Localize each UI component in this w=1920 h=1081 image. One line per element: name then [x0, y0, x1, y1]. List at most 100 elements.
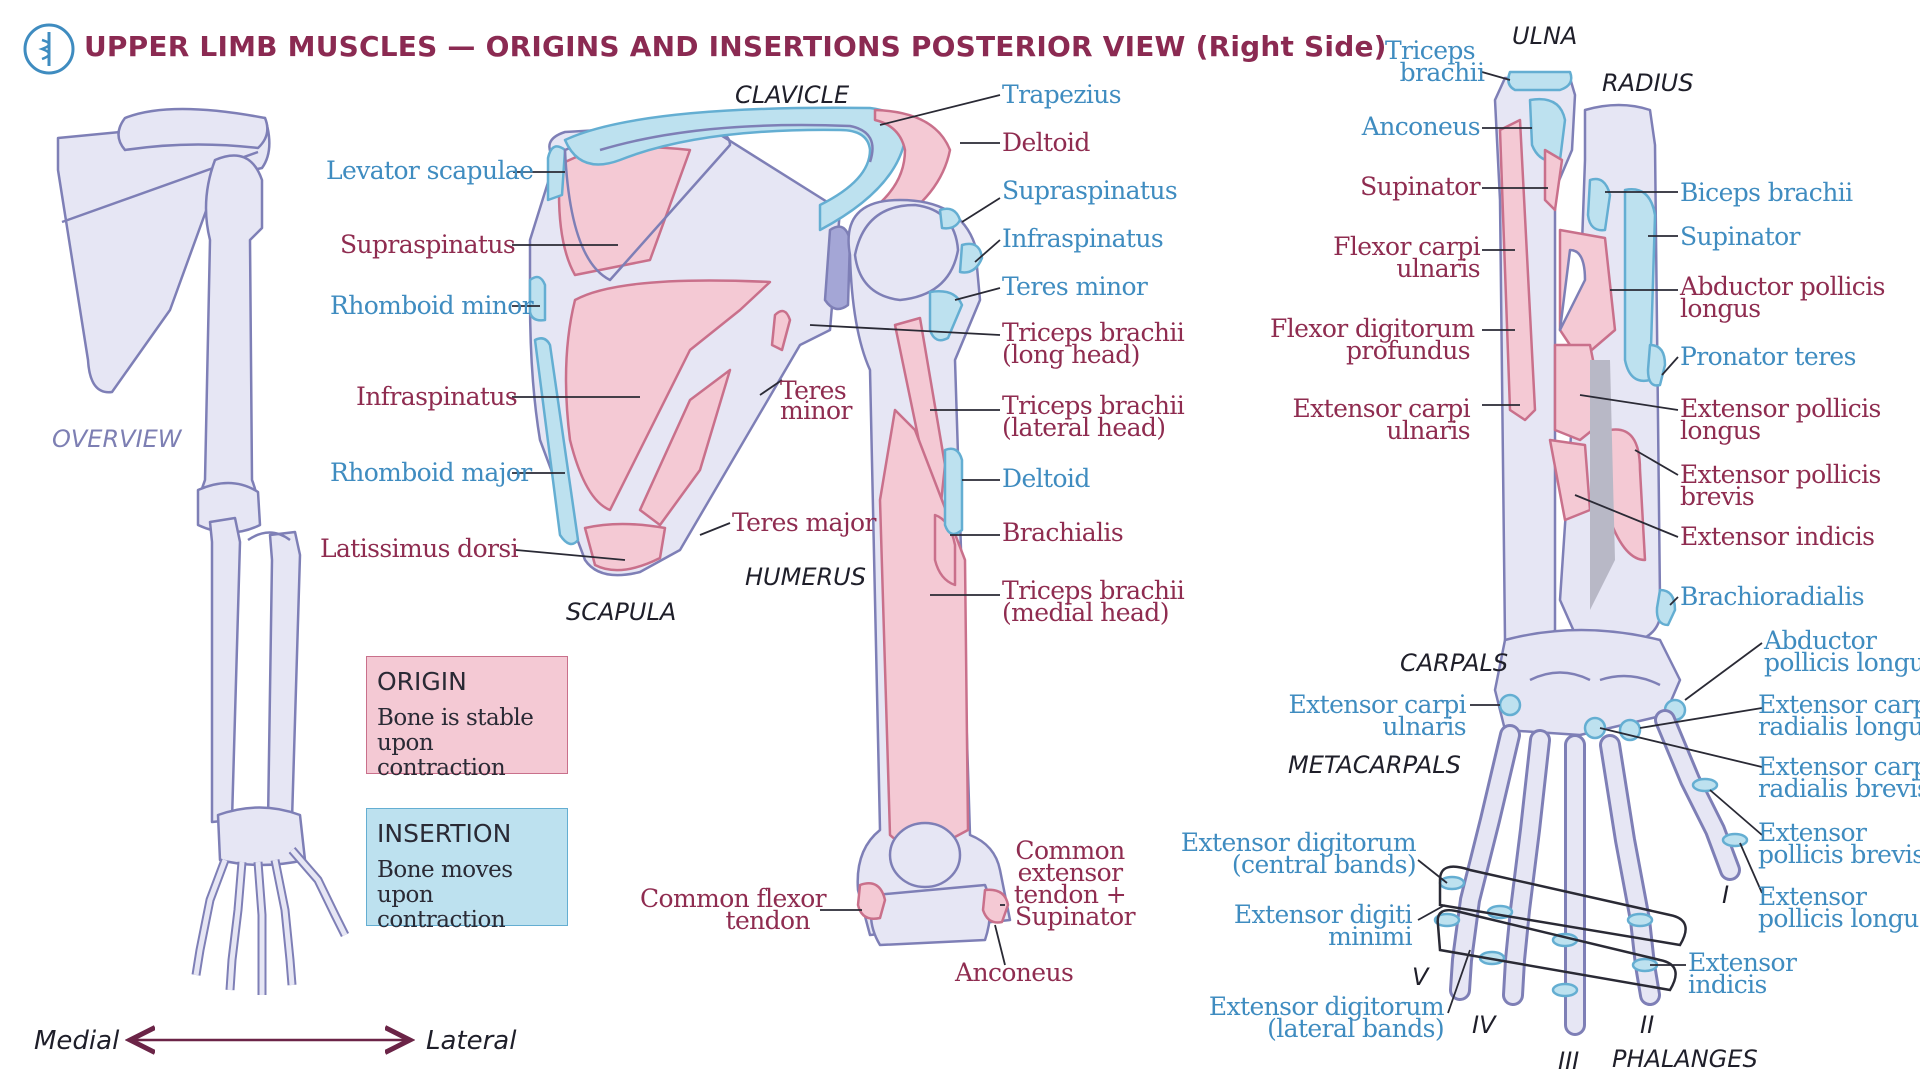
- label-deltoid-origin: Deltoid: [1002, 128, 1090, 157]
- humeral-head: [853, 203, 960, 302]
- label-ecu-origin-2: ulnaris: [1386, 416, 1470, 445]
- bone-label-phalanges: PHALANGES: [1612, 1045, 1758, 1073]
- label-fcu-1: Flexor carpi: [1333, 232, 1480, 261]
- label-common-extensor-1: Common: [1015, 836, 1125, 865]
- overview-humerus: [198, 154, 264, 527]
- scapula-drawing: [528, 106, 952, 577]
- label-edc-central-2: (central bands): [1231, 850, 1417, 879]
- digit-label-3: III: [1558, 1047, 1580, 1075]
- leader-lines: [512, 71, 1763, 1014]
- label-rhomboid-major: Rhomboid major: [330, 458, 532, 487]
- legend-origin-text-2: upon contraction: [377, 730, 506, 781]
- digit-label-2: II: [1640, 1011, 1655, 1039]
- common-extensor-origin: [981, 888, 1010, 924]
- label-epb-insertion-2: pollicis brevis: [1758, 840, 1920, 869]
- label-ext-indicis-origin: Extensor indicis: [1680, 522, 1875, 551]
- legend-origin-heading: ORIGIN: [377, 667, 467, 696]
- bone-label-carpals: CARPALS: [1400, 649, 1509, 677]
- common-flexor-origin: [856, 882, 887, 920]
- legend-insertion: INSERTION Bone moves upon contraction: [366, 808, 568, 933]
- label-teres-minor-origin-1: Teres: [780, 376, 847, 405]
- label-supraspinatus-origin: Supraspinatus: [340, 230, 516, 259]
- title-side: (Right Side): [1195, 30, 1387, 63]
- teres-minor-insertion: [928, 290, 964, 342]
- label-brachioradialis: Brachioradialis: [1680, 582, 1865, 611]
- label-edm-2: minimi: [1328, 922, 1413, 951]
- label-levator-scapulae: Levator scapulae: [326, 156, 534, 185]
- label-fdp-1: Flexor digitorum: [1270, 314, 1475, 343]
- label-triceps-lateral-1: Triceps brachii: [1002, 391, 1185, 420]
- label-epb-origin-2: brevis: [1680, 482, 1755, 511]
- label-teres-major: Teres major: [732, 508, 876, 537]
- humerus-drawing: [770, 198, 1012, 947]
- label-epl-origin-1: Extensor pollicis: [1680, 394, 1881, 423]
- label-ext-indicis-insertion-2: indicis: [1688, 970, 1767, 999]
- bone-label-humerus: HUMERUS: [745, 563, 866, 591]
- legend-origin: ORIGIN Bone is stable upon contraction: [366, 656, 568, 781]
- label-supinator-origin: Supinator: [1360, 172, 1480, 201]
- label-ecu-origin-1: Extensor carpi: [1292, 394, 1470, 423]
- triceps-insertion: [1507, 70, 1573, 92]
- label-infraspinatus-origin: Infraspinatus: [356, 382, 518, 411]
- overview-hand: [191, 847, 350, 995]
- label-edc-lateral-1: Extensor digitorum: [1208, 992, 1445, 1021]
- label-common-extensor-3: tendon +: [1013, 880, 1127, 909]
- label-ecu-insertion-2: ulnaris: [1382, 712, 1466, 741]
- infraspinatus-origin: [564, 279, 772, 512]
- rhomboid-major-insertion: [533, 337, 580, 546]
- teres-major-origin: [638, 368, 732, 527]
- label-common-extensor-4: Supinator: [1015, 902, 1135, 931]
- label-anconeus-insertion: Anconeus: [1361, 112, 1481, 141]
- biceps-insertion: [1586, 177, 1612, 232]
- ulna-origins: [1498, 118, 1537, 422]
- label-ecrl-1: Extensor carpi: [1758, 690, 1920, 719]
- label-anconeus-origin: Anconeus: [955, 958, 1074, 987]
- label-triceps-medial-1: Triceps brachii: [1002, 576, 1185, 605]
- label-triceps-medial-2: (medial head): [1002, 598, 1169, 627]
- supinator-origin: [1543, 148, 1564, 212]
- label-triceps-lateral-2: (lateral head): [1002, 413, 1166, 442]
- triceps-long-origin: [770, 309, 792, 352]
- label-latissimus-dorsi: Latissimus dorsi: [320, 534, 519, 563]
- overview-radius: [266, 530, 302, 824]
- label-triceps-insertion-1: Triceps: [1384, 36, 1476, 65]
- legend-origin-text-1: Bone is stable: [377, 705, 534, 731]
- label-ecu-insertion-1: Extensor carpi: [1288, 690, 1466, 719]
- infraspinatus-insertion: [958, 242, 984, 274]
- label-ecrb-2: radialis brevis: [1758, 774, 1920, 803]
- label-biceps-insertion: Biceps brachii: [1680, 178, 1853, 207]
- brachioradialis-insertion: [1655, 588, 1677, 627]
- overview-label: OVERVIEW: [52, 425, 182, 453]
- label-edm-1: Extensor digiti: [1233, 900, 1413, 929]
- logo-icon: [23, 23, 75, 75]
- label-teres-minor-insertion: Teres minor: [1002, 272, 1148, 301]
- interosseous-shadow: [1590, 360, 1615, 610]
- medial-label: Medial: [34, 1026, 120, 1056]
- label-apl-origin-1: Abductor pollicis: [1680, 272, 1885, 301]
- interosseous-gap: [1558, 248, 1587, 332]
- label-edc-central-1: Extensor digitorum: [1180, 828, 1417, 857]
- supraspinatus-insertion: [938, 207, 962, 230]
- bone-label-metacarpals: METACARPALS: [1288, 751, 1461, 779]
- label-ecrb-1: Extensor carpi: [1758, 752, 1920, 781]
- label-fcu-2: ulnaris: [1396, 254, 1480, 283]
- label-edc-lateral-2: (lateral bands): [1267, 1014, 1444, 1043]
- deltoid-insertion: [943, 447, 964, 536]
- bone-label-scapula: SCAPULA: [566, 598, 677, 626]
- forearm-drawing: [1493, 70, 1687, 742]
- legend-insertion-heading: INSERTION: [377, 819, 512, 848]
- label-common-extensor-2: extensor: [1017, 858, 1123, 887]
- legend-insertion-text-2: upon contraction: [377, 882, 506, 933]
- label-epl-origin-2: longus: [1680, 416, 1761, 445]
- humerus-trochlea: [869, 883, 992, 947]
- title-main: UPPER LIMB MUSCLES — ORIGINS AND INSERTI…: [84, 30, 1186, 63]
- overview-arm: [56, 107, 350, 995]
- label-epl-insertion-1: Extensor: [1758, 882, 1867, 911]
- label-ext-indicis-insertion-1: Extensor: [1688, 948, 1797, 977]
- label-supinator-insertion: Supinator: [1680, 222, 1800, 251]
- label-pronator-teres: Pronator teres: [1680, 342, 1856, 371]
- label-common-flexor-2: tendon: [725, 906, 811, 935]
- label-teres-minor-origin-2: minor: [780, 396, 852, 425]
- levator-insertion: [546, 145, 567, 202]
- overview-scapula: [56, 116, 271, 394]
